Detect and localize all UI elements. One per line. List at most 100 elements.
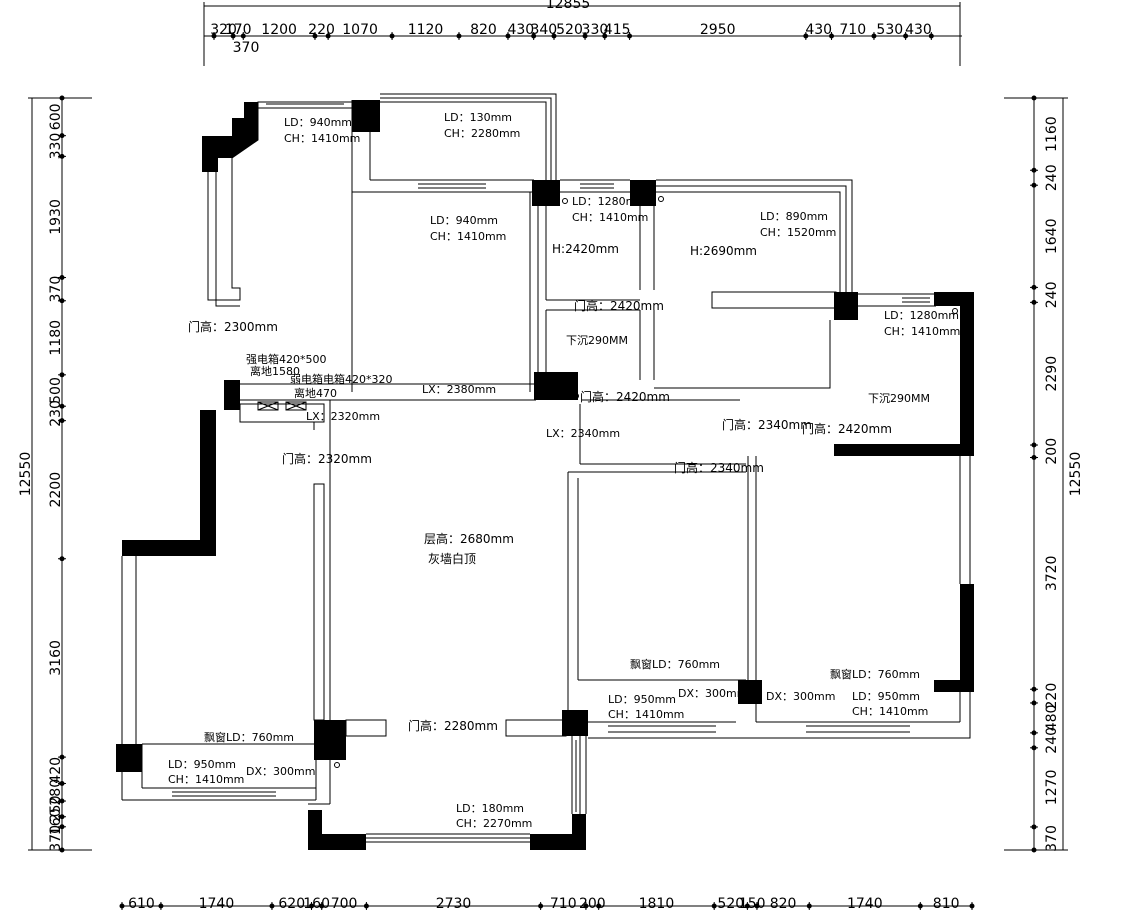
- dim-left-total: 12550: [18, 452, 34, 497]
- lx-label: LX：2320mm: [306, 410, 380, 423]
- window-label: CH：1410mm: [572, 211, 648, 224]
- dim-bottom-segment: 620: [278, 896, 305, 912]
- dim-left-segment: 280: [48, 779, 64, 806]
- door-height-label: 门高：2280mm: [408, 718, 498, 733]
- dimension-dot: [1031, 284, 1037, 290]
- ceiling-height-label: 层高：2680mm: [424, 531, 514, 546]
- dimension-dot: [230, 33, 236, 39]
- dim-bottom-segment: 1740: [199, 896, 235, 912]
- dim-bottom-segment: 810: [933, 896, 960, 912]
- dimension-dot: [59, 798, 65, 804]
- window-label: LD：940mm: [430, 214, 498, 227]
- bay-window-label: 飘窗LD：760mm: [630, 657, 720, 671]
- dimension-dot: [363, 903, 369, 909]
- dimension-dot: [538, 903, 544, 909]
- dim-top-segment: 415: [604, 22, 631, 38]
- dim-right-segment: 240: [1044, 282, 1060, 309]
- dim-top-segment: 330: [582, 22, 609, 38]
- dimension-dot: [240, 33, 246, 39]
- dimension-dot: [871, 33, 877, 39]
- dimension-dot: [1031, 167, 1037, 173]
- dim-bottom-segment: 820: [770, 896, 797, 912]
- dim-left-segment: 3160: [48, 640, 64, 676]
- dimension-dot: [59, 133, 65, 139]
- dim-top-segment: 340: [530, 22, 557, 38]
- dim-bottom-segment: 1740: [847, 896, 883, 912]
- dim-left-segment: 600: [48, 103, 64, 130]
- window-label: CH：1520mm: [760, 226, 836, 239]
- window-label: LD：940mm: [284, 116, 352, 129]
- dimension-dot: [1031, 299, 1037, 305]
- dimension-dot: [269, 903, 275, 909]
- dimension-dot: [389, 33, 395, 39]
- window-label: LD：950mm: [168, 758, 236, 771]
- window-label: LD：1280mm: [884, 309, 959, 322]
- door-height-label: 门高：2300mm: [188, 319, 278, 334]
- dim-bottom-segment: 710: [550, 896, 577, 912]
- dimension-dot: [754, 903, 760, 909]
- dimension-dot: [806, 903, 812, 909]
- dimension-dot: [602, 33, 608, 39]
- dim-top-segment: 520: [556, 22, 583, 38]
- dim-bottom-segment: 160: [303, 896, 330, 912]
- dimension-dot: [59, 372, 65, 378]
- dim-bottom-segment: 150: [739, 896, 766, 912]
- lx-label: LX：2340mm: [546, 427, 620, 440]
- electric-box-label: 离地1580: [250, 364, 300, 378]
- dimension-dot: [59, 403, 65, 409]
- electric-box-label: 弱电箱电箱420*320: [290, 372, 393, 386]
- dimension-dot: [59, 814, 65, 820]
- dim-top-segment: 220: [308, 22, 335, 38]
- columns: [116, 100, 974, 850]
- sunken-label: 下沉290MM: [566, 334, 628, 347]
- dimension-dot: [803, 33, 809, 39]
- dim-left-segment: 230: [48, 400, 64, 427]
- dim-left-segment: 370: [48, 276, 64, 303]
- dim-right-segment: 240: [1044, 727, 1060, 754]
- dimension-dot: [325, 33, 331, 39]
- dim-right-segment: 1270: [1044, 770, 1060, 806]
- dimension-dot: [969, 903, 975, 909]
- pipe-markers: [334, 196, 958, 768]
- height-label: H:2420mm: [552, 242, 619, 256]
- dimension-lines: [28, 2, 1068, 910]
- window-label: LD：1280mm: [572, 195, 647, 208]
- dimension-dot: [59, 847, 65, 853]
- dim-left-segment: 2200: [48, 472, 64, 508]
- dim-left-segment: 500: [48, 377, 64, 404]
- dimension-dot: [59, 418, 65, 424]
- dim-right-segment: 1160: [1044, 116, 1060, 152]
- dimension-dot: [211, 33, 217, 39]
- dim-bottom-segment: 520: [717, 896, 744, 912]
- dim-left-segment: 330: [48, 133, 64, 160]
- dimension-dot: [1031, 824, 1037, 830]
- dim-top-total: 12855: [546, 0, 591, 12]
- dim-left-segment: 250: [48, 796, 64, 823]
- dim-right-segment: 220: [1044, 683, 1060, 710]
- dim-top-segment: 820: [470, 22, 497, 38]
- dimension-dot: [1031, 700, 1037, 706]
- door-height-label: 门高：2420mm: [802, 421, 892, 436]
- door-height-label: 门高：2340mm: [722, 417, 812, 432]
- window-label: CH：2280mm: [444, 127, 520, 140]
- dim-top-segment: 530: [876, 22, 903, 38]
- dimension-dot: [551, 33, 557, 39]
- dimension-dot: [158, 903, 164, 909]
- dimension-dot: [1031, 182, 1037, 188]
- window-label: CH：1410mm: [430, 230, 506, 243]
- dim-left-segment: 420: [48, 757, 64, 784]
- dim-left-segment: 1930: [48, 199, 64, 235]
- dimension-dot: [456, 33, 462, 39]
- dimension-dot: [319, 903, 325, 909]
- dim-bottom-segment: 610: [128, 896, 155, 912]
- dimension-dot: [744, 903, 750, 909]
- dimension-dot: [59, 298, 65, 304]
- sunken-label: 下沉290MM: [868, 392, 930, 405]
- dim-top-segment: 430: [507, 22, 534, 38]
- dim-right-segment: 200: [1044, 438, 1060, 465]
- dim-top-segment: 170: [225, 22, 252, 38]
- dimension-dot: [1031, 454, 1037, 460]
- window-label: CH：2270mm: [456, 817, 532, 830]
- dim-top-segment: 430: [805, 22, 832, 38]
